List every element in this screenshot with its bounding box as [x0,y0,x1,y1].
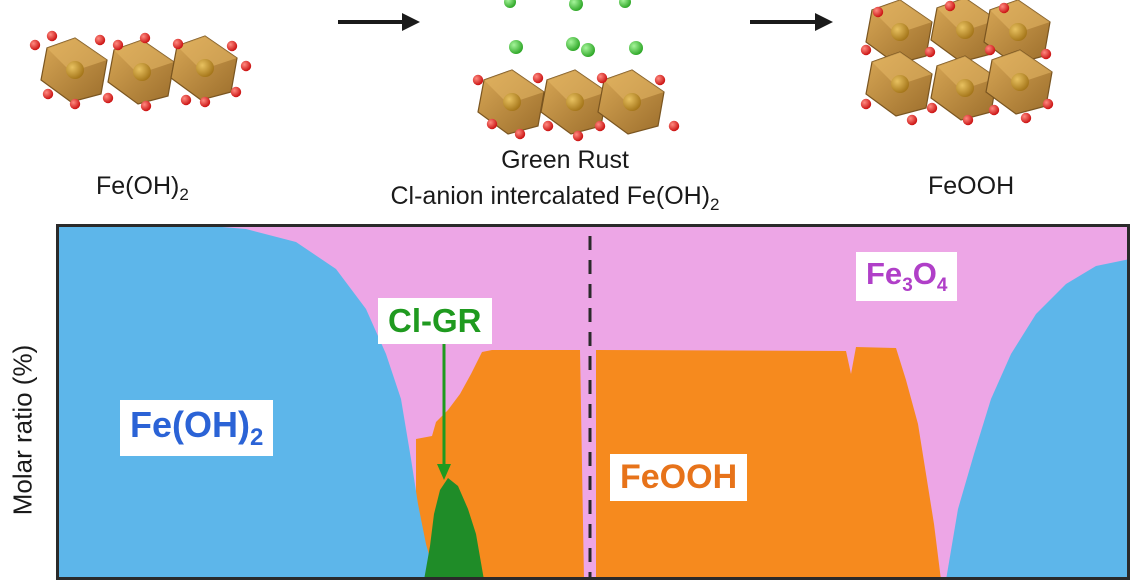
feoh2-region-label: Fe(OH)2 [120,400,274,457]
feooh-region-label: FeOOH [610,454,748,501]
feoh2-region-right [946,259,1130,580]
feooh-structure-label: FeOOH [928,172,1015,200]
feoh2-structure-label: Fe(OH)2 [96,172,189,204]
arrow-1 [338,13,420,31]
feoh2-structure [29,30,252,112]
green-rust-structure [472,0,680,142]
clgr-region-label: Cl-GR [378,298,492,344]
green-rust-label: Cl-anion intercalated Fe(OH)2 [390,182,720,214]
clgr-region [424,478,484,580]
feooh-structure [860,0,1054,126]
arrow-2 [750,13,833,31]
green-rust-title: Green Rust [501,146,629,174]
plot-frame [56,224,1130,580]
structure-schematic [29,0,1054,142]
chloride-ions [504,0,643,57]
y-axis-label-wrap: Molar ratio (%) [6,300,40,560]
clgr-pointer-arrow [437,336,451,480]
fe3o4-region-label: Fe3O4 [856,252,958,302]
y-axis-label: Molar ratio (%) [7,344,38,516]
